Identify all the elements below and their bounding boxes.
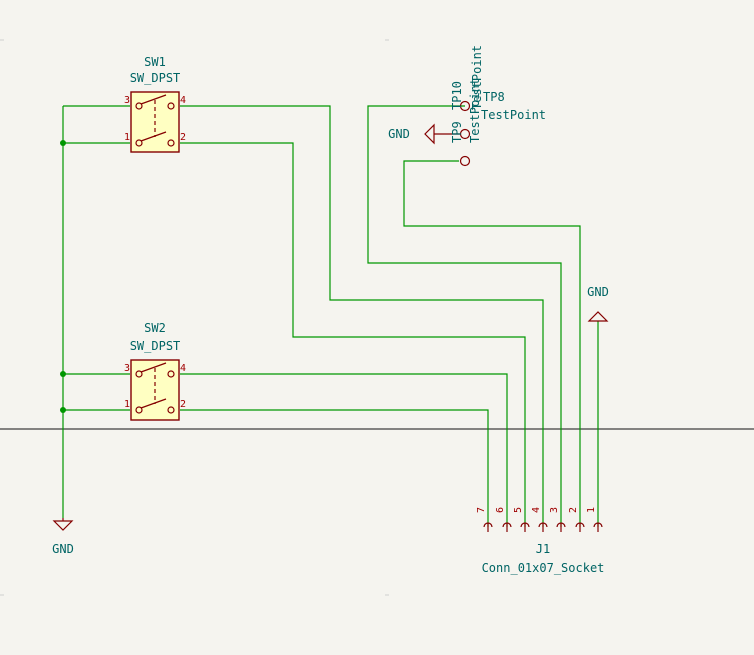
- sw2-pin-numbers: 3 4 1 2: [124, 363, 186, 410]
- j1-pin-7: 7: [476, 507, 487, 513]
- gnd-symbol-left[interactable]: GND: [52, 518, 74, 556]
- j1-socket-pins: [483, 522, 603, 532]
- sw2-pin-1: 1: [124, 399, 130, 410]
- junction-dot: [60, 140, 66, 146]
- tp9-value: TestPoint: [468, 78, 482, 143]
- sw2-pin-2: 2: [180, 399, 186, 410]
- tp10-ref: TP10: [450, 81, 464, 110]
- junction-dot: [60, 407, 66, 413]
- wire-tp-to-j1-3[interactable]: [367, 105, 562, 527]
- j1-pin-1: 1: [586, 507, 597, 513]
- j1-pin-numbers: 7 6 5 4 3 2 1: [476, 507, 597, 513]
- sw1-pin-4: 4: [180, 95, 186, 106]
- wires: [62, 105, 599, 527]
- j1-pin-3: 3: [549, 507, 560, 513]
- tp9-pad: [459, 100, 471, 112]
- sw1-symbol[interactable]: SW1 SW_DPST 3 4 1 2: [124, 55, 186, 153]
- gnd-right-label: GND: [587, 285, 609, 299]
- wire-sw2-pin2-to-j1-7[interactable]: [180, 409, 489, 527]
- junctions: [60, 140, 66, 413]
- j1-pin-2: 2: [568, 507, 579, 513]
- gnd-left-label: GND: [52, 542, 74, 556]
- wire-tp8-to-j1-2[interactable]: [403, 160, 581, 527]
- tp8-value: TestPoint: [481, 108, 546, 122]
- j1-connector[interactable]: 7 6 5 4 3 2 1 J1 Conn_01x07_Socket: [476, 507, 604, 575]
- frame-ticks: [0, 39, 389, 596]
- sw2-ref: SW2: [144, 321, 166, 335]
- tp8-ref: TP8: [483, 90, 505, 104]
- j1-value: Conn_01x07_Socket: [482, 561, 605, 575]
- sw1-pin-2: 2: [180, 132, 186, 143]
- wire-sw1-pin4-to-j1-4[interactable]: [180, 105, 544, 527]
- wire-sw1-pin2-to-j1-5[interactable]: [180, 142, 526, 527]
- tp9-tp10-symbols[interactable]: TP9 TP10 TestPoint TestPoint: [450, 45, 484, 143]
- j1-ref: J1: [536, 542, 550, 556]
- tp8-symbol[interactable]: TP8 TestPoint: [459, 90, 547, 167]
- gnd-symbol-right[interactable]: GND: [587, 285, 609, 322]
- sw1-pin-numbers: 3 4 1 2: [124, 95, 186, 143]
- sw2-pin-3: 3: [124, 363, 130, 374]
- sw1-contacts: [135, 94, 175, 147]
- gnd-top-label: GND: [388, 127, 410, 141]
- sw2-value: SW_DPST: [130, 339, 181, 353]
- j1-pin-5: 5: [513, 507, 524, 513]
- j1-pin-6: 6: [495, 507, 506, 513]
- sw2-pin-4: 4: [180, 363, 186, 374]
- sw1-pin-3: 3: [124, 95, 130, 106]
- tp10-value: TestPoint: [470, 45, 484, 110]
- wire-sw2-pin4-to-j1-6[interactable]: [180, 373, 508, 527]
- sw2-symbol[interactable]: SW2 SW_DPST 3 4 1 2: [124, 321, 186, 421]
- j1-pin-4: 4: [531, 507, 542, 513]
- sw2-contacts: [135, 362, 175, 414]
- tp8-pad: [459, 155, 471, 167]
- sw1-ref: SW1: [144, 55, 166, 69]
- gnd-symbol-top[interactable]: GND: [388, 123, 459, 145]
- sw1-pin-1: 1: [124, 132, 130, 143]
- tp9-ref: TP9: [450, 121, 464, 143]
- sw1-value: SW_DPST: [130, 71, 181, 85]
- junction-dot: [60, 371, 66, 377]
